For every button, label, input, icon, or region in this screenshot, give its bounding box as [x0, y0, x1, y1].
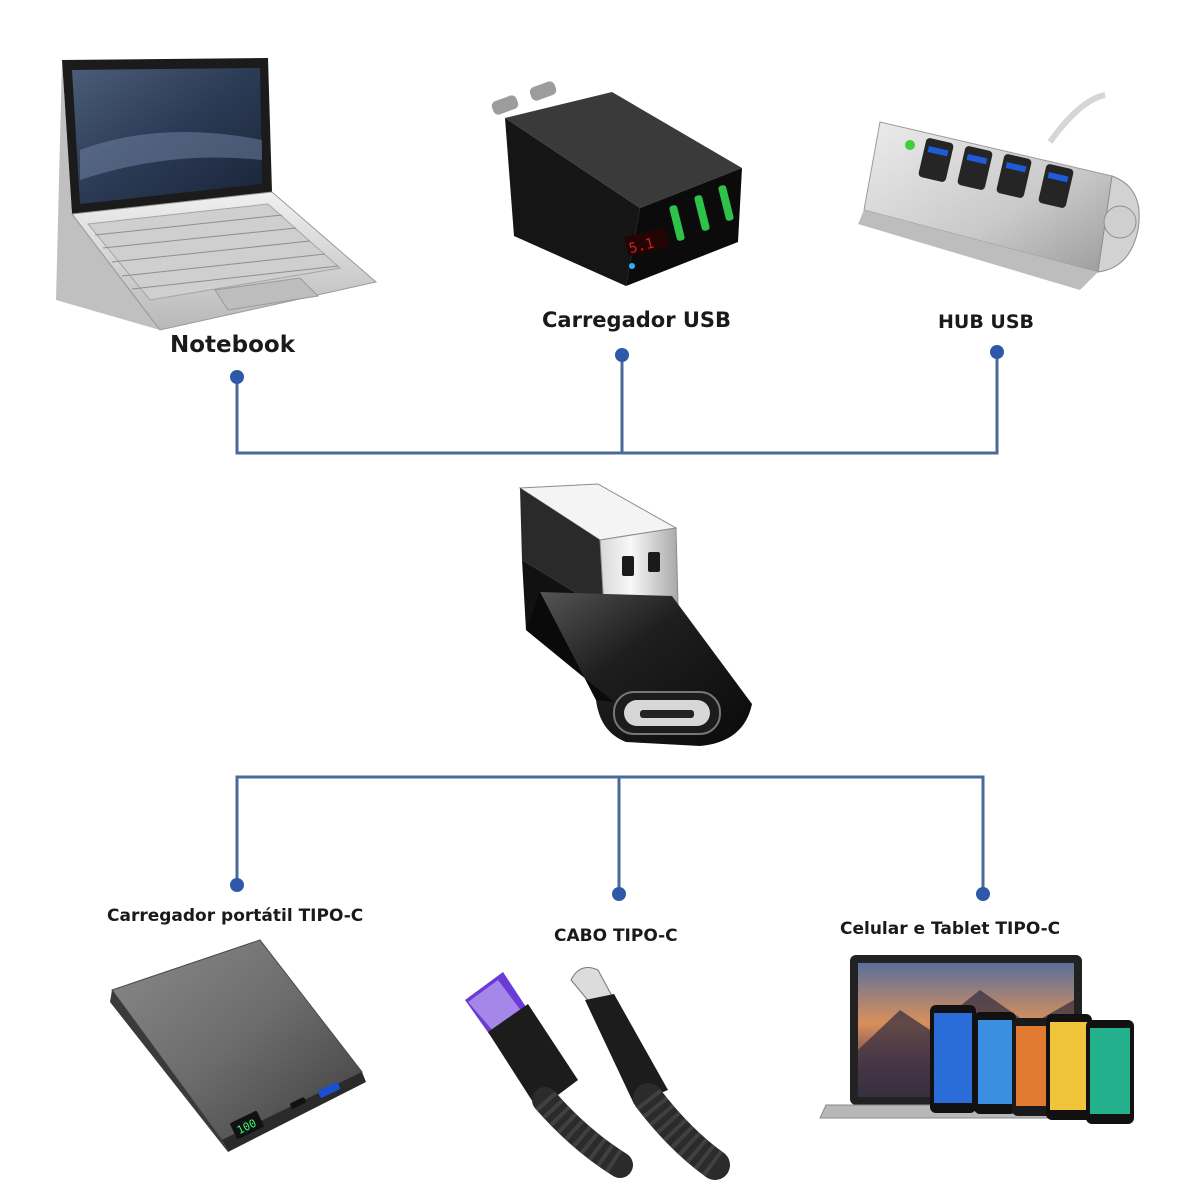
svg-text:5.1: 5.1 — [627, 236, 655, 258]
power-bank-label: Carregador portátil TIPO-C — [107, 906, 364, 926]
laptop-icon — [56, 58, 378, 331]
power-bank-icon: 100 — [110, 939, 366, 1152]
usb-charger-label: Carregador USB — [542, 308, 732, 332]
usb-hub-label: HUB USB — [938, 311, 1035, 333]
phones-tablets-label: Celular e Tablet TIPO-C — [840, 919, 1061, 939]
powerbank-dot — [230, 878, 244, 892]
bottom-connector-lines — [235, 775, 985, 894]
usb-hub-icon — [858, 92, 1140, 290]
usb-wall-charger-icon: 5.1 — [491, 81, 742, 286]
cable-dot — [612, 887, 626, 901]
phone-row — [930, 1005, 1134, 1124]
top-connector-lines — [235, 352, 999, 455]
top-connector-bus — [235, 352, 999, 455]
notebook-label: Notebook — [170, 332, 296, 358]
phones-dot — [976, 887, 990, 901]
notebook-dot — [230, 370, 244, 384]
top-connector-dots — [230, 345, 1004, 384]
usb-c-cable-label: CABO TIPO-C — [554, 926, 678, 946]
bottom-connector-bus — [235, 775, 985, 894]
usb-a-to-usb-c-adapter-icon — [518, 483, 752, 746]
charger-dot — [615, 348, 629, 362]
phones-and-laptop-icon — [819, 955, 1134, 1124]
bottom-connector-dots — [230, 878, 990, 901]
hub-dot — [990, 345, 1004, 359]
usb-c-cable-icon — [465, 967, 730, 1180]
